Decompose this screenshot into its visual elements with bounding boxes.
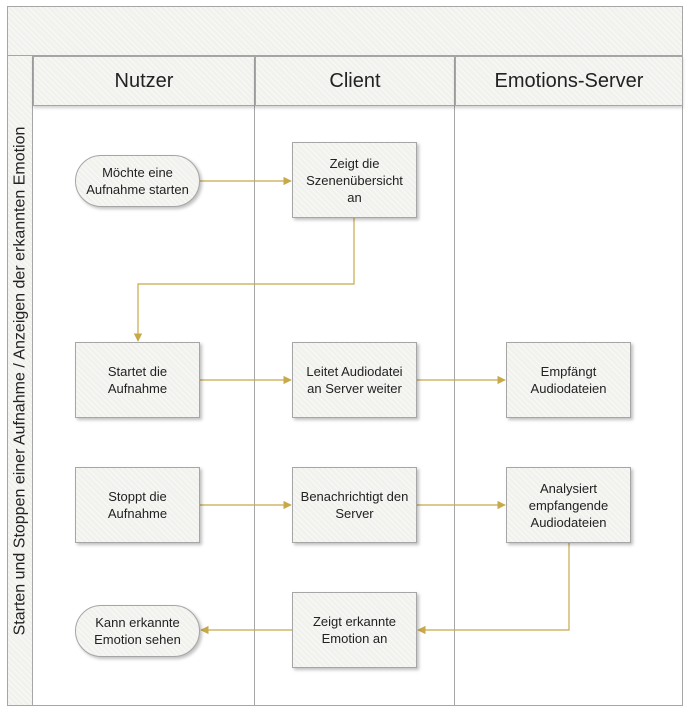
node-kann-emotion-sehen: Kann erkannte Emotion sehen — [75, 605, 200, 657]
node-empfaengt-audiodateien: Empfängt Audiodateien — [506, 342, 631, 418]
node-zeigt-szenenuebersicht: Zeigt die Szenenübersicht an — [292, 142, 417, 218]
lane-client — [255, 56, 455, 706]
lane-header-client: Client — [255, 56, 455, 106]
node-analysiert-audiodateien: Analysiert empfangende Audiodateien — [506, 467, 631, 543]
lane-header-emotions-server: Emotions-Server — [455, 56, 683, 106]
node-benachrichtigt-server: Benachrichtigt den Server — [292, 467, 417, 543]
node-moechte-aufnahme-starten: Möchte eine Aufnahme starten — [75, 155, 200, 207]
node-stoppt-aufnahme: Stoppt die Aufnahme — [75, 467, 200, 543]
edge-overview-to-startet — [133, 218, 355, 342]
node-leitet-audiodatei: Leitet Audiodatei an Server weiter — [292, 342, 417, 418]
lane-header-nutzer: Nutzer — [33, 56, 255, 106]
lane-nutzer — [33, 56, 255, 706]
lane-emotions-server — [455, 56, 683, 706]
pool-header — [7, 6, 683, 56]
node-zeigt-erkannte-emotion: Zeigt erkannte Emotion an — [292, 592, 417, 668]
edge-analysiert-to-zeigt-emotion — [417, 542, 570, 635]
node-startet-aufnahme: Startet die Aufnahme — [75, 342, 200, 418]
pool-side-label: Starten und Stoppen einer Aufnahme / Anz… — [7, 56, 33, 706]
